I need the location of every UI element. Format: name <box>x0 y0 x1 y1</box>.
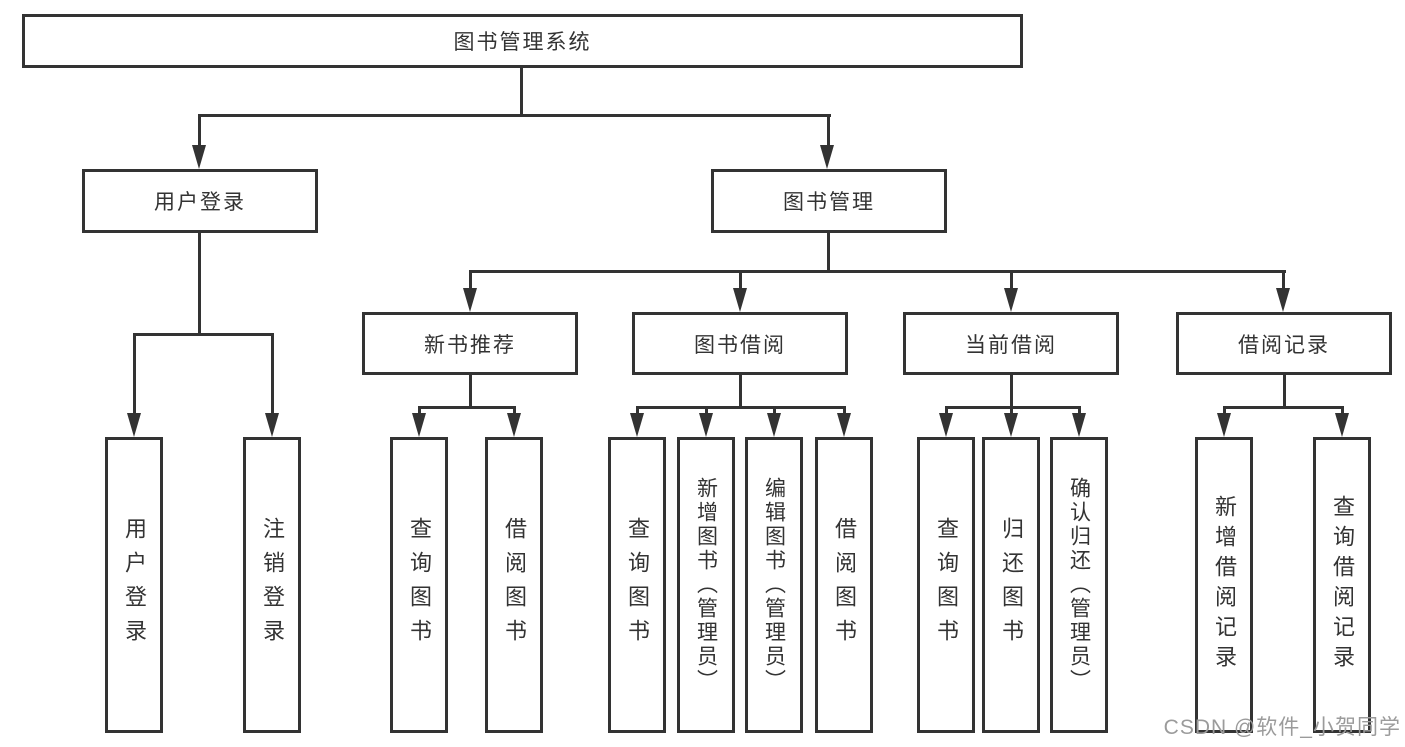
arrow-down-icon <box>507 413 521 437</box>
node-new-book-recommend: 新书推荐 <box>362 312 578 375</box>
leaf-label: 借阅图书 <box>832 517 857 653</box>
leaf-label: 确认归还（管理员） <box>1067 477 1091 693</box>
arrow-down-icon <box>1072 413 1086 437</box>
node-root: 图书管理系统 <box>22 14 1023 68</box>
node-current-borrow: 当前借阅 <box>903 312 1119 375</box>
leaf-label: 归还图书 <box>999 517 1024 653</box>
leaf-logout: 注销登录 <box>243 437 301 733</box>
leaf-br-query-record: 查询借阅记录 <box>1313 437 1371 733</box>
leaf-label: 新增图书（管理员） <box>694 477 718 693</box>
connector-line <box>198 114 201 148</box>
connector-line <box>1283 375 1286 408</box>
connector-line <box>133 333 274 336</box>
connector-line <box>945 406 1081 409</box>
arrow-down-icon <box>630 413 644 437</box>
connector-line <box>469 375 472 408</box>
leaf-cb-return-books: 归还图书 <box>982 437 1040 733</box>
arrow-down-icon <box>1276 288 1290 312</box>
leaf-bb-borrow-books: 借阅图书 <box>815 437 873 733</box>
connector-line <box>827 114 830 148</box>
connector-line <box>513 406 516 416</box>
connector-line <box>705 406 708 416</box>
leaf-nb-query-books: 查询图书 <box>390 437 448 733</box>
connector-line <box>636 406 846 409</box>
connector-line <box>739 375 742 408</box>
leaf-bb-edit-books-admin: 编辑图书（管理员） <box>745 437 803 733</box>
connector-line <box>1282 270 1285 291</box>
arrow-down-icon <box>820 145 834 169</box>
node-book-management: 图书管理 <box>711 169 947 233</box>
arrow-down-icon <box>699 413 713 437</box>
leaf-user-login: 用户登录 <box>105 437 163 733</box>
connector-line <box>1010 375 1013 408</box>
connector-line <box>1341 406 1344 416</box>
arrow-down-icon <box>1335 413 1349 437</box>
connector-line <box>739 270 742 291</box>
connector-line <box>636 406 639 416</box>
leaf-nb-borrow-books: 借阅图书 <box>485 437 543 733</box>
connector-line <box>133 333 136 417</box>
arrow-down-icon <box>939 413 953 437</box>
arrow-down-icon <box>463 288 477 312</box>
arrow-down-icon <box>837 413 851 437</box>
connector-line <box>827 233 830 273</box>
connector-line <box>418 406 421 416</box>
leaf-label: 查询借阅记录 <box>1330 495 1355 675</box>
connector-line <box>469 270 1286 273</box>
leaf-label: 查询图书 <box>934 517 959 653</box>
connector-line <box>418 406 516 409</box>
arrow-down-icon <box>733 288 747 312</box>
leaf-cb-query-books: 查询图书 <box>917 437 975 733</box>
arrow-down-icon <box>127 413 141 437</box>
leaf-bb-add-books-admin: 新增图书（管理员） <box>677 437 735 733</box>
leaf-label: 注销登录 <box>260 517 285 653</box>
node-borrow-records: 借阅记录 <box>1176 312 1392 375</box>
connector-line <box>773 406 776 416</box>
connector-line <box>1223 406 1344 409</box>
connector-line <box>1078 406 1081 416</box>
leaf-bb-query-books: 查询图书 <box>608 437 666 733</box>
connector-line <box>843 406 846 416</box>
leaf-label: 新增借阅记录 <box>1212 495 1237 675</box>
arrow-down-icon <box>1004 413 1018 437</box>
connector-line <box>198 114 831 117</box>
connector-line <box>1010 406 1013 416</box>
leaf-label: 编辑图书（管理员） <box>762 477 786 693</box>
connector-line <box>945 406 948 416</box>
arrow-down-icon <box>412 413 426 437</box>
connector-line <box>271 333 274 417</box>
node-book-borrow: 图书借阅 <box>632 312 848 375</box>
arrow-down-icon <box>1217 413 1231 437</box>
leaf-cb-confirm-return-admin: 确认归还（管理员） <box>1050 437 1108 733</box>
arrow-down-icon <box>192 145 206 169</box>
connector-line <box>198 233 201 336</box>
connector-line <box>1223 406 1226 416</box>
node-user-login: 用户登录 <box>82 169 318 233</box>
arrow-down-icon <box>265 413 279 437</box>
connector-line <box>469 270 472 291</box>
leaf-br-add-record: 新增借阅记录 <box>1195 437 1253 733</box>
leaf-label: 查询图书 <box>407 517 432 653</box>
leaf-label: 用户登录 <box>122 517 147 653</box>
connector-line <box>1010 270 1013 291</box>
arrow-down-icon <box>767 413 781 437</box>
connector-line <box>520 68 523 117</box>
leaf-label: 查询图书 <box>625 517 650 653</box>
arrow-down-icon <box>1004 288 1018 312</box>
leaf-label: 借阅图书 <box>502 517 527 653</box>
